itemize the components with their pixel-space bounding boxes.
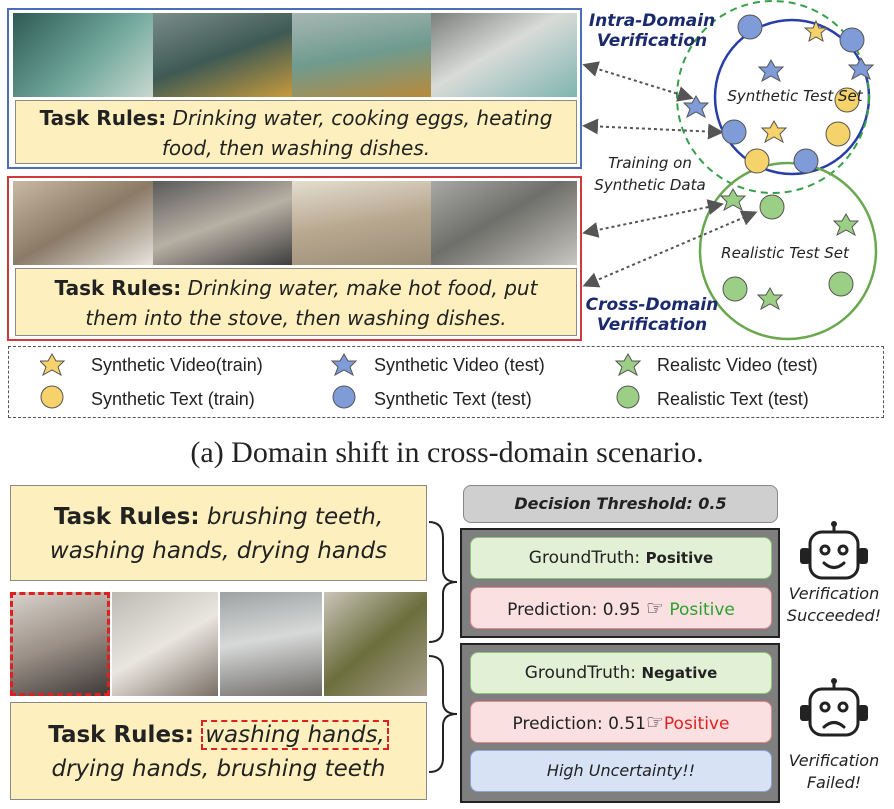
legend-circle-green: [616, 385, 640, 409]
domain-diagram: [582, 0, 878, 341]
verification-succeeded: Verification Succeeded!: [786, 584, 882, 625]
intra-arrow-1: [582, 61, 694, 102]
star-green: [832, 212, 860, 237]
intra-arrow-2: [582, 118, 724, 140]
realistic-frame-3: [292, 181, 431, 265]
star-blue: [682, 94, 710, 119]
cross-domain-label: Cross-Domain Verification: [585, 295, 719, 335]
video-frame-sink-2: [220, 592, 322, 696]
circle-blue: [839, 27, 865, 53]
synthetic-task-rules: Task Rules: Drinking water, cooking eggs…: [15, 100, 577, 164]
synthetic-frame-4: [431, 13, 577, 97]
legend-synthetic-video-train: Synthetic Video(train): [91, 355, 263, 375]
pointing-hand-icon: ☞: [645, 710, 664, 734]
verification-failed: Verification Failed!: [788, 751, 880, 792]
star-yellow: [760, 119, 788, 144]
rules-line2: drying hands, brushing teeth: [51, 756, 386, 782]
legend-synthetic-video-test: Synthetic Video (test): [374, 355, 545, 375]
star-blue: [847, 56, 875, 81]
legend: [8, 346, 884, 418]
rules-label: Task Rules:: [54, 276, 182, 300]
circle-green: [722, 276, 748, 302]
realistic-frame-2: [153, 181, 292, 265]
legend-star-yellow: [40, 352, 66, 377]
legend-markers: [40, 352, 642, 409]
prediction-positive-wrong: Prediction: 0.51☞Positive: [470, 701, 772, 743]
robot-happy-icon: [800, 521, 868, 580]
circle-blue: [721, 119, 747, 145]
caption: (a) Domain shift in cross-domain scenari…: [190, 436, 704, 469]
task-rules-negative: Task Rules: washing hands, drying hands,…: [10, 702, 427, 800]
rules-line1: brushing teeth,: [206, 504, 384, 530]
rules-text-line1: Drinking water, make hot food, put: [187, 276, 538, 300]
circle-yellow: [834, 87, 860, 113]
rules-label: Task Rules:: [39, 106, 167, 130]
legend-synthetic-text-test: Synthetic Text (test): [374, 389, 532, 409]
star-yellow: [803, 19, 829, 43]
groundtruth-negative: GroundTruth: Negative: [470, 652, 772, 694]
video-frame-towel: [324, 592, 427, 696]
synthetic-frame-3: [292, 13, 431, 97]
rules-highlight: washing hands,: [201, 720, 389, 750]
braces: [428, 521, 458, 773]
video-frame-mirror: [10, 592, 110, 696]
synthetic-test-set-label: Synthetic Test Set: [727, 87, 863, 105]
decision-threshold: Decision Threshold: 0.5: [463, 485, 778, 523]
legend-star-blue: [330, 352, 358, 377]
legend-realistic-video-test: Realistc Video (test): [657, 355, 818, 375]
realistic-task-rules: Task Rules: Drinking water, make hot foo…: [15, 268, 577, 336]
training-note: Training on Synthetic Data: [594, 154, 706, 194]
circle-green: [759, 194, 785, 220]
rules-text-line2: them into the stove, then washing dishes…: [85, 306, 507, 330]
pointing-hand-icon: ☞: [645, 596, 664, 620]
circle-yellow: [744, 148, 770, 174]
star-green: [756, 286, 784, 311]
realistic-frame-1: [13, 181, 153, 265]
legend-circle-yellow: [40, 385, 64, 409]
legend-realistic-text-test: Realistic Text (test): [657, 389, 809, 409]
synthetic-frame-1: [13, 13, 153, 97]
synthetic-frame-2: [153, 13, 292, 97]
high-uncertainty: High Uncertainty!!: [470, 750, 772, 792]
rules-text-line1: Drinking water, cooking eggs, heating: [172, 106, 553, 130]
realistic-test-set-label: Realistic Test Set: [721, 244, 849, 262]
rules-line2: washing hands, drying hands: [49, 538, 388, 564]
groundtruth-positive: GroundTruth: Positive: [470, 537, 772, 579]
circle-yellow: [825, 121, 851, 147]
realistic-frame-4: [431, 181, 577, 265]
circle-green: [828, 271, 854, 297]
star-blue: [757, 58, 785, 83]
video-frame-sink-1: [112, 592, 218, 696]
rules-label: Task Rules:: [53, 504, 200, 530]
legend-circle-blue: [332, 385, 356, 409]
star-green: [719, 187, 747, 212]
legend-star-green: [614, 352, 642, 377]
rules-label: Task Rules:: [48, 722, 194, 748]
realistic-video-frame: [7, 176, 582, 341]
synthetic-video-frame: [7, 8, 582, 169]
task-rules-positive: Task Rules: brushing teeth, washing hand…: [10, 485, 427, 581]
prediction-positive-ok: Prediction: 0.95 ☞ Positive: [470, 587, 772, 629]
intra-domain-label: Intra-Domain Verification: [588, 11, 716, 51]
legend-synthetic-text-train: Synthetic Text (train): [91, 389, 255, 409]
circle-blue: [793, 148, 819, 174]
rules-text-line2: food, then washing dishes.: [161, 136, 431, 160]
cross-arrow-1: [582, 199, 724, 238]
mismatch-highlight-frame: [10, 592, 110, 696]
circle-blue: [737, 14, 763, 40]
robot-sad-icon: [800, 678, 868, 737]
